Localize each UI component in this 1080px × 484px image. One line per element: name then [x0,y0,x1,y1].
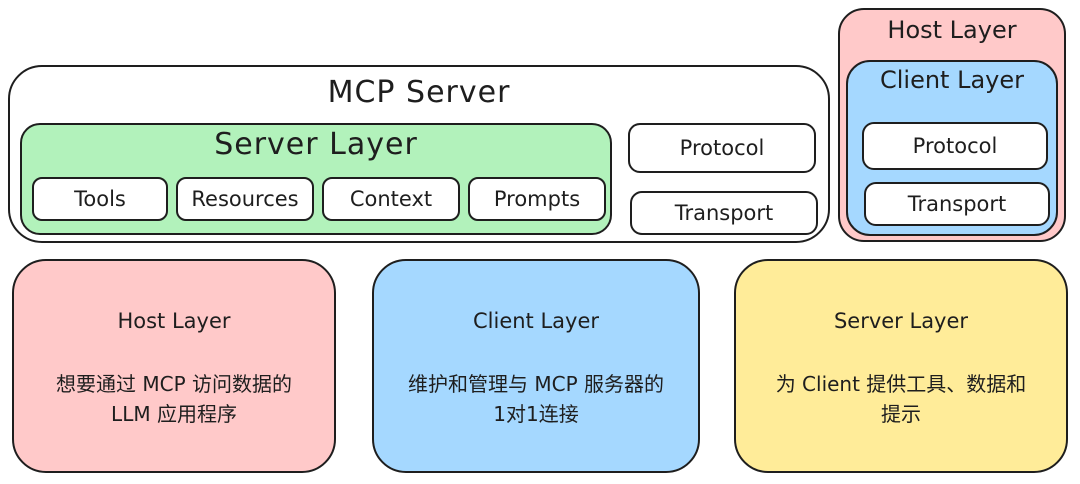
server-layer-desc-line-2: 提示 [881,402,921,426]
host-layer-stack: Host Layer Client Layer Protocol Transpo… [838,8,1066,242]
client-layer-stack: Client Layer Protocol Transport [846,60,1058,236]
client-layer-card-title: Client Layer [472,309,600,333]
client-layer-desc-line-2: 1对1连接 [493,402,579,426]
server-protocol-box: Protocol [628,123,816,173]
server-layer-card-title: Server Layer [833,309,969,333]
context-box: Context [322,177,460,221]
server-transport-box: Transport [630,191,818,235]
host-layer-card-title: Host Layer [117,309,231,333]
server-layer-title: Server Layer [214,127,418,162]
client-layer-desc-line-1: 维护和管理与 MCP 服务器的 [408,372,664,396]
client-layer-stack-title: Client Layer [879,66,1025,94]
server-layer-box: Server Layer Tools Resources Context Pro… [20,123,612,235]
host-layer-stack-title: Host Layer [887,16,1017,44]
mcp-server-title: MCP Server [327,75,511,110]
host-layer-card: Host Layer 想要通过 MCP 访问数据的 LLM 应用程序 [12,259,336,473]
host-layer-desc-line-2: LLM 应用程序 [111,402,237,426]
client-transport-box: Transport [864,182,1050,226]
prompts-box: Prompts [468,177,606,221]
server-layer-desc-line-1: 为 Client 提供工具、数据和 [775,372,1027,396]
server-layer-card-description: 为 Client 提供工具、数据和 提示 [746,369,1056,429]
client-layer-card-description: 维护和管理与 MCP 服务器的 1对1连接 [384,369,688,429]
host-layer-desc-line-1: 想要通过 MCP 访问数据的 [56,372,292,396]
server-layer-card: Server Layer 为 Client 提供工具、数据和 提示 [734,259,1068,473]
resources-box: Resources [176,177,314,221]
client-layer-card: Client Layer 维护和管理与 MCP 服务器的 1对1连接 [372,259,700,473]
tools-box: Tools [32,177,168,221]
client-protocol-box: Protocol [862,122,1048,170]
host-layer-card-description: 想要通过 MCP 访问数据的 LLM 应用程序 [24,369,324,429]
mcp-server-box: MCP Server Server Layer Tools Resources … [8,65,830,243]
